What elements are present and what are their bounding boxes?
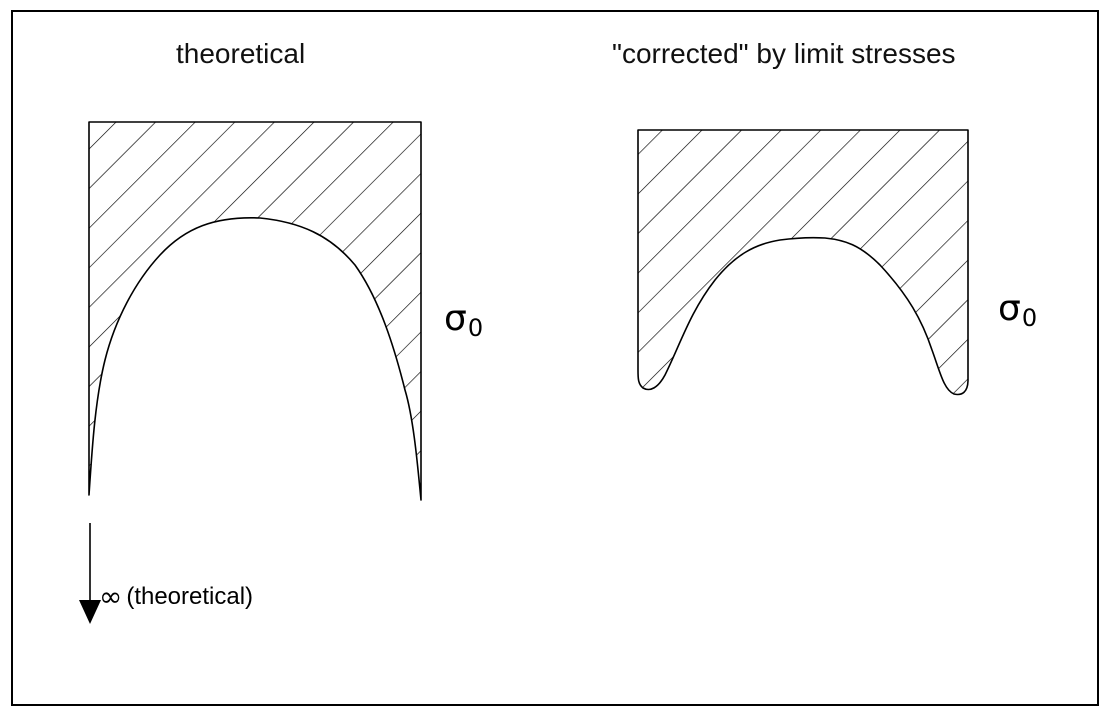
sigma-subscript: 0 [1021,304,1038,332]
sigma-symbol: σ [998,288,1021,329]
sigma-zero-label-left: σ0 [444,298,484,342]
theoretical-stress-region [88,121,422,501]
infinity-arrow-head [79,600,101,624]
infinity-note: (theoretical) [126,583,254,610]
sigma-subscript: 0 [467,314,484,342]
right-panel-title: "corrected" by limit stresses [612,38,956,69]
diagram-frame [11,10,1099,706]
corrected-stress-region [637,129,969,396]
sigma-symbol: σ [444,298,467,339]
infinity-label: ∞(theoretical) [99,580,253,613]
sigma-zero-label-right: σ0 [998,288,1038,332]
left-panel-title: theoretical [176,38,306,69]
infinity-symbol: ∞ [99,580,123,613]
